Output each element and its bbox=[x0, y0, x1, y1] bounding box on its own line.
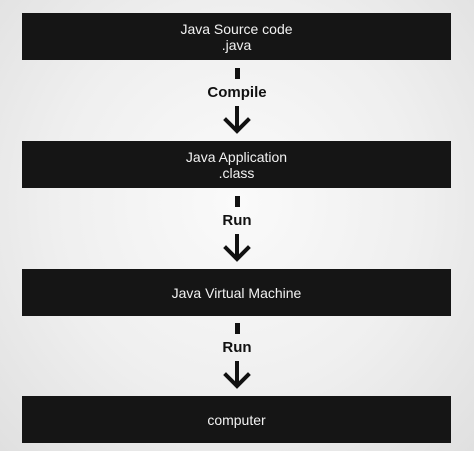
node-title: Java Source code bbox=[180, 20, 293, 37]
edge-run-1: Run bbox=[187, 196, 287, 262]
node-title: Java Virtual Machine bbox=[171, 284, 302, 301]
node-title: computer bbox=[207, 411, 266, 428]
edge-run-2: Run bbox=[187, 323, 287, 389]
edge-dash bbox=[234, 196, 240, 207]
node-java-virtual-machine: Java Virtual Machine bbox=[22, 269, 451, 316]
node-java-application: Java Application .class bbox=[22, 141, 451, 188]
node-extension: .class bbox=[218, 164, 255, 181]
edge-dash bbox=[234, 68, 240, 79]
arrow-down-icon bbox=[223, 106, 251, 134]
edge-dash bbox=[234, 323, 240, 334]
edge-label: Compile bbox=[207, 84, 267, 101]
node-computer: computer bbox=[22, 396, 451, 443]
node-extension: .java bbox=[221, 36, 252, 53]
edge-label: Run bbox=[222, 339, 252, 356]
node-title: Java Application bbox=[185, 148, 288, 165]
node-java-source-code: Java Source code .java bbox=[22, 13, 451, 60]
edge-label: Run bbox=[222, 212, 252, 229]
arrow-down-icon bbox=[223, 361, 251, 389]
arrow-down-icon bbox=[223, 234, 251, 262]
edge-compile: Compile bbox=[187, 68, 287, 134]
